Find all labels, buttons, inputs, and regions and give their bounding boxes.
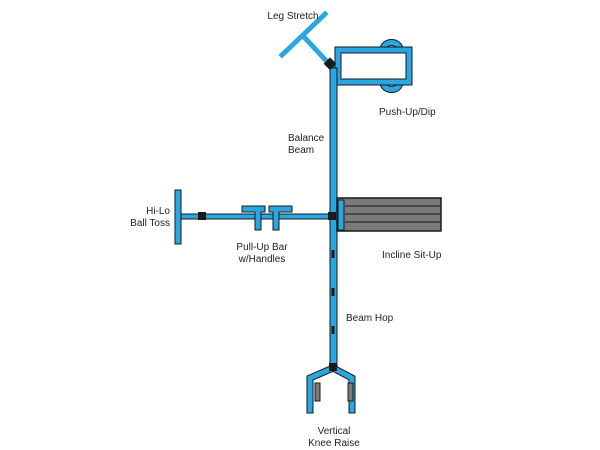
push-up-dip-station (334, 39, 413, 93)
connector-ball-toss (198, 212, 206, 220)
pull-up-handle-left (242, 206, 265, 230)
connector-leg-stretch (323, 57, 337, 71)
incline-sit-up-slats (345, 205, 441, 223)
label-knee-raise-line1: Vertical (317, 426, 351, 437)
connector-center (328, 212, 336, 220)
knee-raise-pad-left (314, 382, 321, 402)
label-hi-lo-line2: Ball Toss (130, 218, 170, 229)
label-beam-hop: Beam Hop (346, 313, 394, 324)
incline-sit-up-station (336, 197, 442, 232)
label-leg-stretch: Leg Stretch (267, 11, 319, 22)
label-incline-sit-up: Incline Sit-Up (382, 250, 442, 261)
pull-up-bar-handles (241, 205, 293, 231)
leg-stretch-crossbar (278, 10, 329, 59)
label-pull-up-line2: w/Handles (238, 254, 286, 265)
label-balance-beam: Balance Beam (288, 133, 348, 157)
label-push-up-dip: Push-Up/Dip (379, 107, 436, 118)
vertical-knee-raise-station (306, 363, 356, 414)
knee-raise-pad-right (347, 382, 354, 402)
hi-lo-ball-toss-board (174, 189, 182, 245)
label-vertical-knee-raise: Vertical Knee Raise (294, 426, 374, 450)
beam-connectors (198, 57, 337, 371)
pull-up-handle-right (269, 206, 292, 230)
label-balance-beam-line1: Balance (288, 133, 325, 144)
label-hi-lo-line1: Hi-Lo (146, 206, 170, 217)
label-pull-up-line1: Pull-Up Bar (236, 242, 288, 253)
label-balance-beam-line2: Beam (288, 145, 315, 156)
connector-knee-raise (329, 363, 337, 371)
push-up-dip-frame (335, 47, 412, 85)
label-pull-up-bar: Pull-Up Bar w/Handles (222, 242, 302, 266)
label-knee-raise-line2: Knee Raise (308, 438, 360, 449)
label-hi-lo-ball-toss: Hi-Lo Ball Toss (100, 206, 170, 230)
